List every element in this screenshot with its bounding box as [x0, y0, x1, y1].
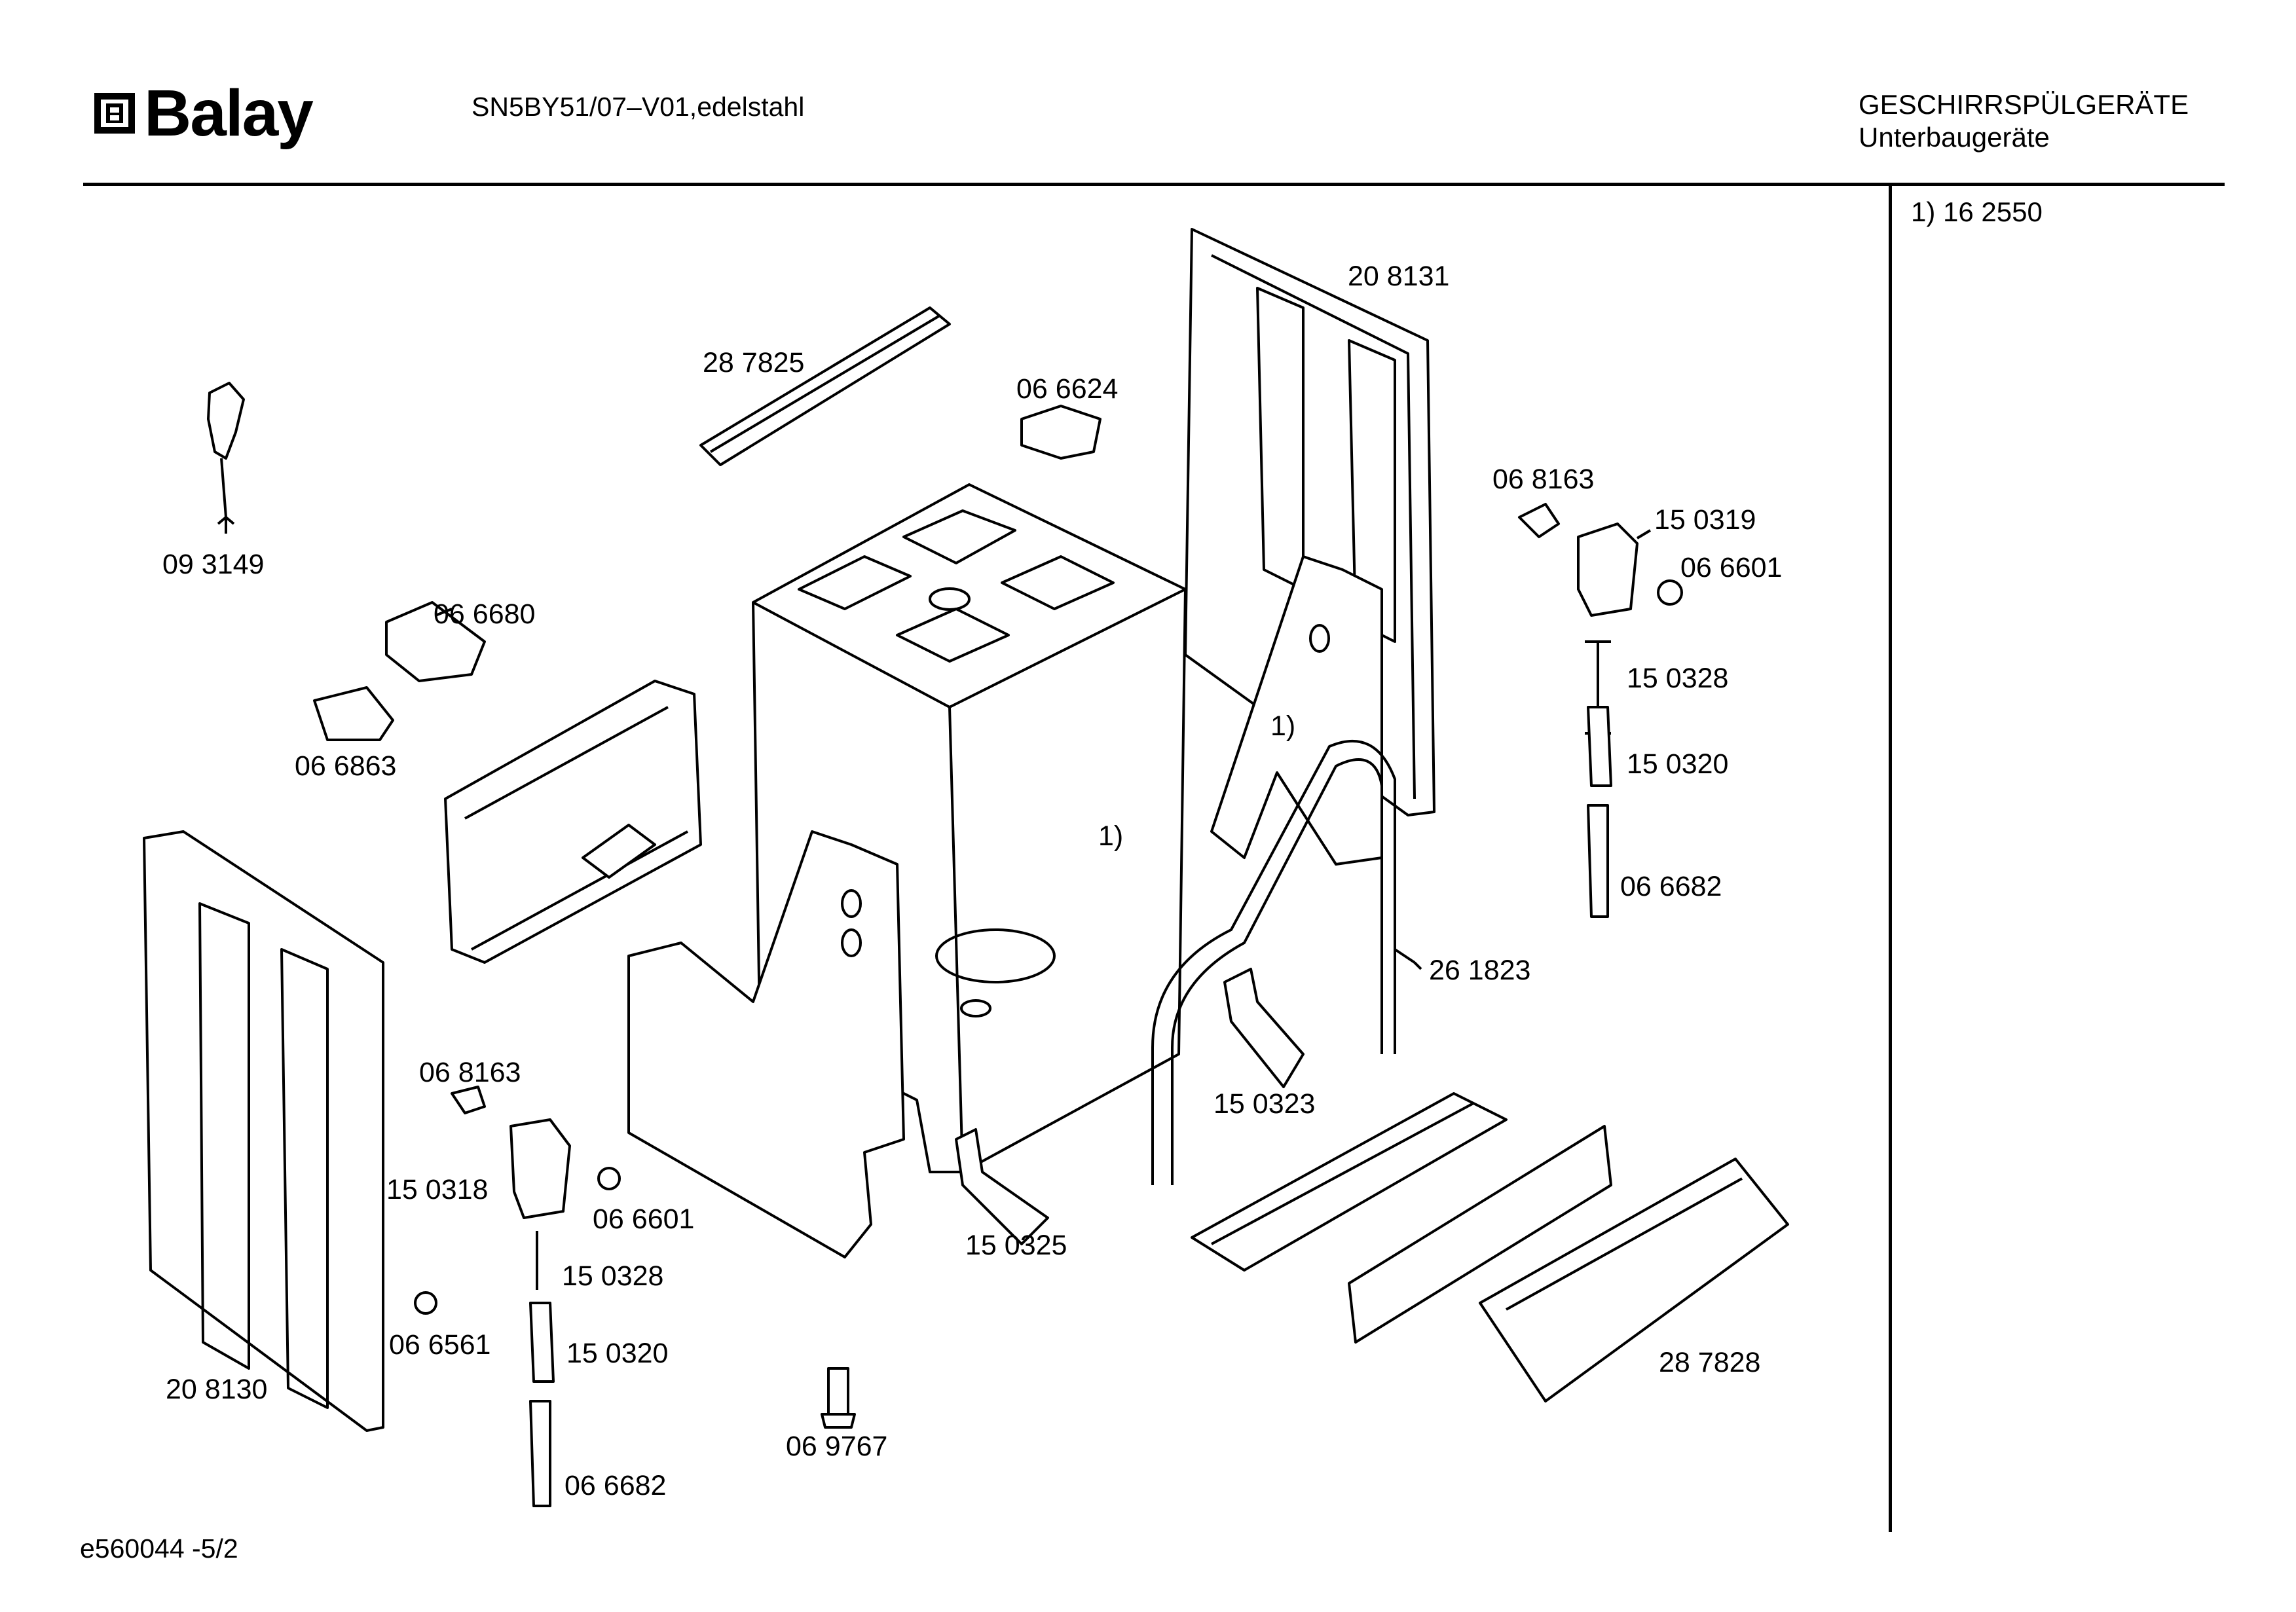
- bracket-part-066624: [1020, 405, 1102, 460]
- part-label: 06 6682: [1620, 871, 1722, 902]
- clip-part-150325: [955, 1128, 1049, 1245]
- part-label: 20 8131: [1348, 261, 1450, 292]
- brand-name: Balay: [144, 77, 314, 150]
- control-mounting-plate-part: [444, 680, 702, 964]
- footnote: 1) 16 2550: [1911, 196, 2043, 227]
- bottom-rail-part-a: [1191, 1092, 1508, 1272]
- part-label: 20 8130: [166, 1374, 268, 1405]
- part-label: 15 0318: [386, 1174, 489, 1205]
- part-label: 26 1823: [1429, 955, 1531, 986]
- bottom-rail-part-c: [1479, 1158, 1789, 1402]
- model-number: SN5BY51/07–V01,edelstahl: [472, 92, 805, 122]
- part-label: 06 6682: [565, 1470, 667, 1501]
- part-label: 06 6561: [389, 1329, 491, 1361]
- leader-lines: [435, 529, 1652, 970]
- part-label: 06 6680: [434, 598, 536, 630]
- part-label: 06 8163: [1492, 464, 1595, 495]
- top-mounting-strip-part: [699, 306, 951, 466]
- part-label: 28 7825: [703, 347, 805, 378]
- part-label: 15 0328: [562, 1260, 664, 1292]
- brand-logo: Balay: [93, 77, 314, 150]
- footnote-callout: 1): [1098, 820, 1124, 852]
- frame-hoop-part: [1151, 739, 1396, 1185]
- balay-logo-icon: [94, 93, 135, 134]
- part-label: 06 6601: [1680, 552, 1783, 583]
- bottom-rail-part-b: [1348, 1125, 1612, 1344]
- screw-part-069767: [821, 1367, 856, 1429]
- part-label: 15 0320: [566, 1338, 669, 1369]
- part-label: 15 0319: [1654, 504, 1756, 536]
- sidebar-divider: [1889, 185, 1892, 1532]
- part-label: 28 7828: [1659, 1347, 1761, 1378]
- part-label: 15 0325: [965, 1230, 1067, 1261]
- part-label: 06 6863: [295, 750, 397, 782]
- hinge-assembly-left: [414, 1086, 621, 1507]
- left-side-panel-part: [143, 830, 384, 1432]
- part-label: 09 3149: [162, 549, 265, 580]
- part-label: 15 0320: [1627, 748, 1729, 780]
- drawing-reference: e560044 -5/2: [80, 1533, 238, 1564]
- switch-part-066680: [385, 601, 486, 682]
- header-divider: [83, 183, 2225, 186]
- footnote-callout: 1): [1270, 710, 1296, 742]
- category-subtitle: Unterbaugeräte: [1859, 122, 2050, 153]
- part-label: 15 0328: [1627, 663, 1729, 694]
- part-label: 06 6601: [593, 1203, 695, 1235]
- part-label: 06 8163: [419, 1057, 521, 1088]
- clip-part-150323: [1223, 968, 1305, 1088]
- part-label: 06 6624: [1016, 373, 1119, 405]
- left-foot-bracket-part: [627, 830, 905, 1258]
- power-plug-part: [207, 382, 245, 534]
- part-label: 15 0323: [1213, 1088, 1316, 1120]
- part-label: 06 9767: [786, 1431, 888, 1462]
- hinge-assembly-right: [1518, 503, 1683, 918]
- capacitor-part-066863: [313, 686, 394, 741]
- category-title: GESCHIRRSPÜLGERÄTE: [1859, 89, 2189, 120]
